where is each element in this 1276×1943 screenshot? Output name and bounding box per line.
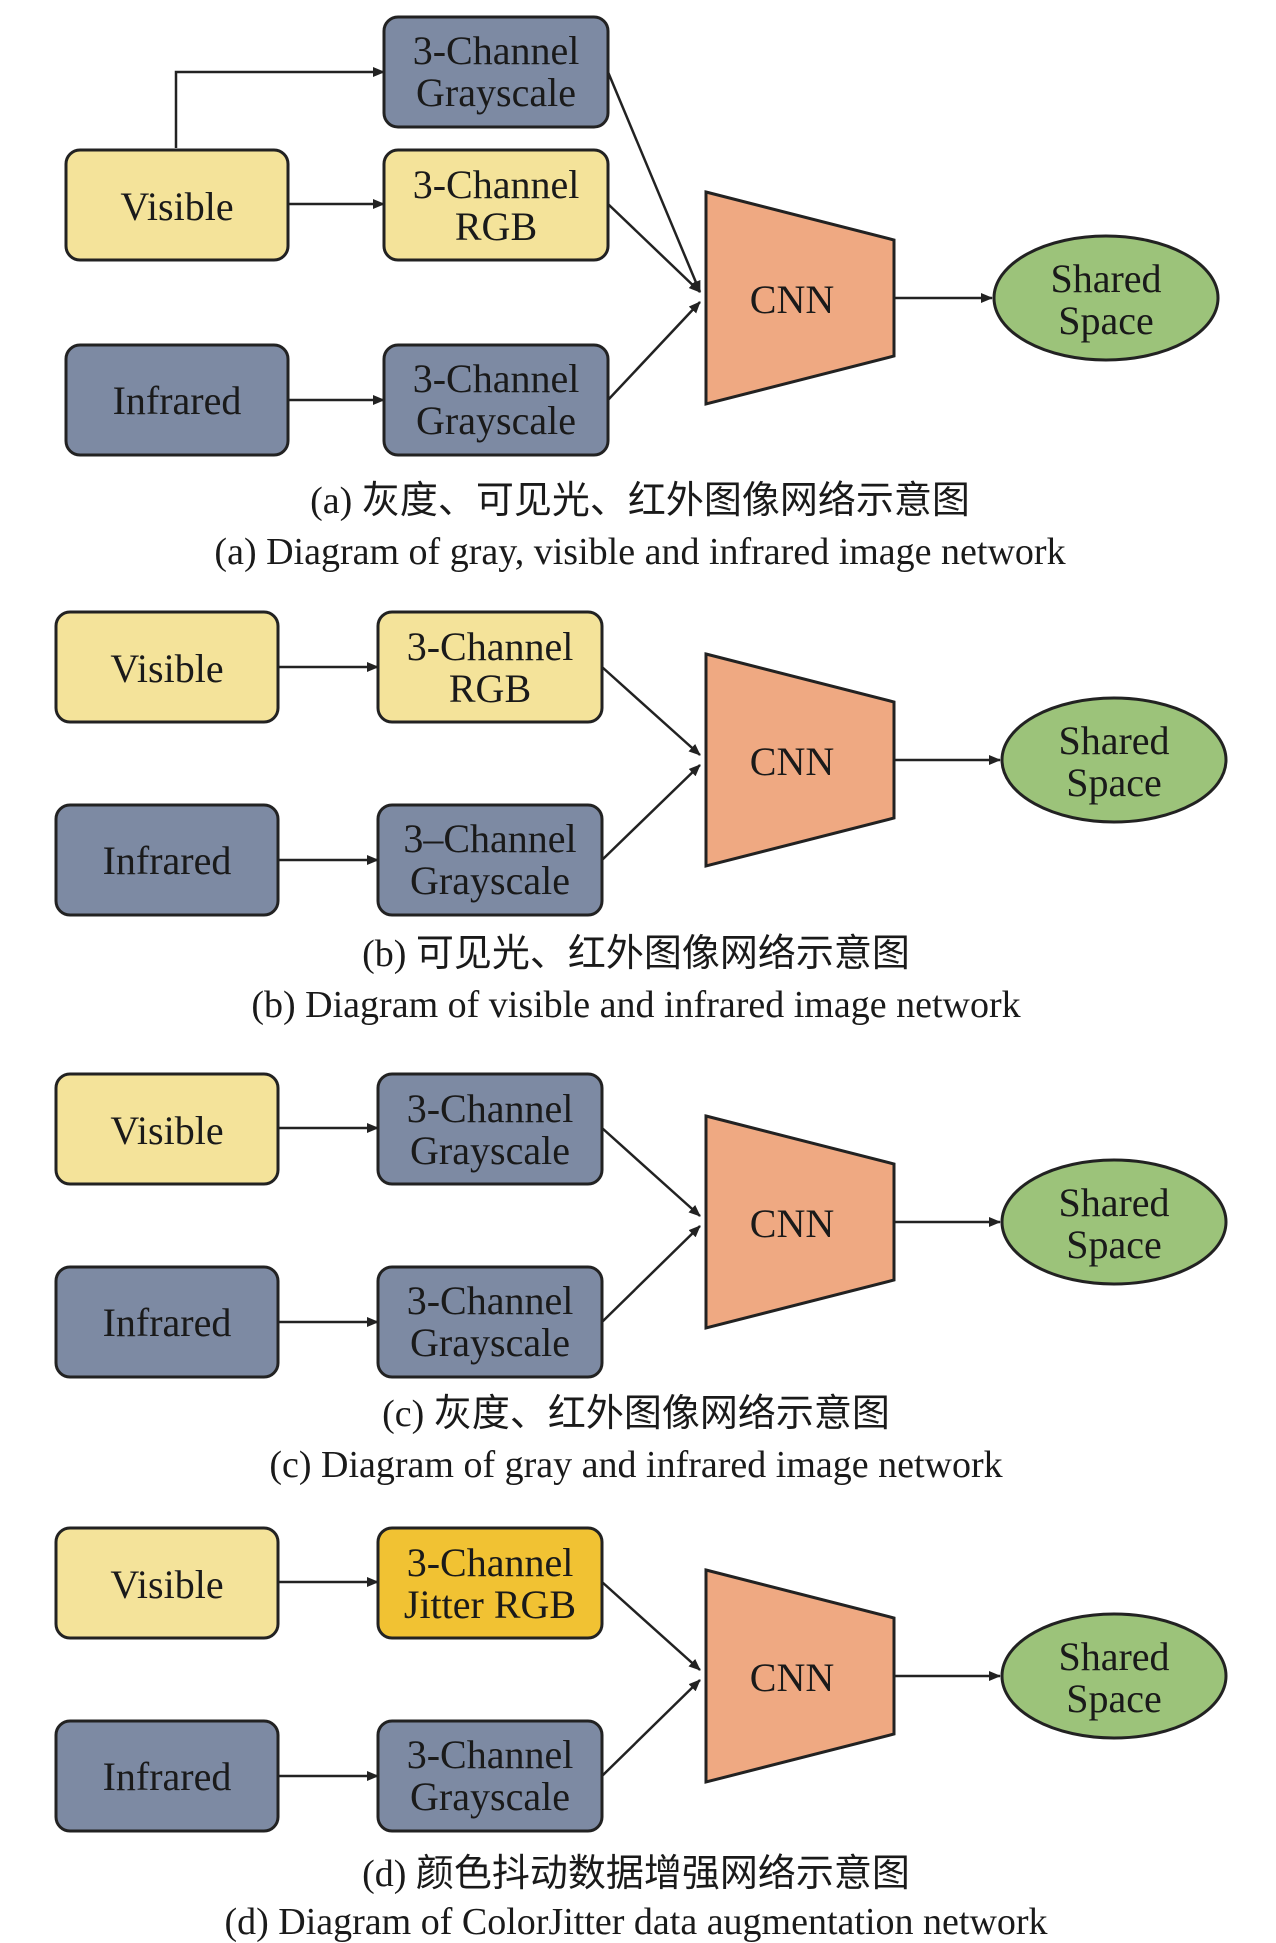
visible-box-a [64,148,290,262]
arrow-grayscale2-to-cnn-c [601,1225,701,1323]
cnn-block-c [704,1114,896,1330]
grayscale-box-line2: Grayscale [410,1774,570,1819]
grayscale-box-a [382,15,610,129]
grayscale-box-line1: 3-Channel [407,1732,574,1777]
cnn-block-d [704,1568,896,1784]
caption-a-cn: (a) 灰度、可见光、红外图像网络示意图 [310,480,970,522]
jitter-rgb-box-line1: 3-Channel [407,1540,574,1585]
diagram-c: Visible 3-Channel Grayscale Infrared 3-C… [54,1072,1228,1486]
shared-space-line2: Space [1066,760,1162,805]
arrow-grayscale-to-cnn-b [601,764,701,861]
grayscale-box-b [376,803,604,917]
cnn-label: CNN [750,1201,834,1246]
shared-space-ellipse-d [1000,1612,1228,1740]
caption-b-cn: (b) 可见光、红外图像网络示意图 [362,933,910,975]
infrared-box-label: Infrared [103,1300,232,1345]
visible-box-label: Visible [120,184,233,229]
infrared-box-d [54,1719,280,1833]
infrared-box-c [54,1265,280,1379]
grayscale-box-a2 [382,343,610,457]
shared-space-ellipse-c [1000,1158,1228,1286]
cnn-label: CNN [750,1655,834,1700]
cnn-block-a [704,190,896,406]
shared-space-ellipse-a [992,234,1220,362]
arrow-grayscale2-to-cnn-a [607,301,701,401]
shared-space-line1: Shared [1058,1180,1169,1225]
caption-b-en: (b) Diagram of visible and infrared imag… [251,984,1020,1026]
grayscale-box-line1: 3–Channel [403,816,576,861]
visible-box-d [54,1526,280,1640]
arrow-jitter-to-cnn-d [601,1581,701,1671]
caption-c-cn: (c) 灰度、红外图像网络示意图 [382,1393,890,1435]
visible-box-c [54,1072,280,1186]
grayscale-box-line1: 3-Channel [407,1086,574,1131]
rgb-box-b [376,610,604,724]
diagram-d: Visible 3-Channel Jitter RGB Infrared 3-… [54,1526,1228,1943]
cnn-label: CNN [750,739,834,784]
rgb-box-line1: 3-Channel [407,624,574,669]
infrared-box-label: Infrared [113,378,242,423]
grayscale-box-line2: Grayscale [410,1320,570,1365]
grayscale-box-line2: Grayscale [416,398,576,443]
arrow-rgb-to-cnn-a [607,203,701,293]
grayscale-box-line2: Grayscale [416,70,576,115]
shared-space-ellipse-b [1000,696,1228,824]
shared-space-line1: Shared [1058,718,1169,763]
arrow-visible-to-grayscale-a [174,67,385,148]
shared-space-line2: Space [1066,1676,1162,1721]
diagram-b: Visible 3-Channel RGB Infrared 3–Channel… [54,610,1228,1026]
rgb-box-line2: RGB [449,666,531,711]
visible-box-label: Visible [110,1562,223,1607]
diagram-a: 3-Channel Grayscale Visible 3-Channel RG… [64,15,1220,573]
jitter-rgb-box-d [376,1526,604,1640]
cnn-block-b [704,652,896,868]
caption-d-en: (d) Diagram of ColorJitter data augmenta… [224,1901,1047,1943]
shared-space-line2: Space [1058,298,1154,343]
visible-box-b [54,610,280,724]
grayscale-box-line1: 3-Channel [413,356,580,401]
infrared-box-b [54,803,280,917]
infrared-box-label: Infrared [103,1754,232,1799]
visible-box-label: Visible [110,1108,223,1153]
rgb-box-line1: 3-Channel [413,162,580,207]
shared-space-line1: Shared [1050,256,1161,301]
rgb-box-line2: RGB [455,204,537,249]
shared-space-line1: Shared [1058,1634,1169,1679]
caption-c-en: (c) Diagram of gray and infrared image n… [269,1444,1002,1486]
arrow-grayscale-to-cnn-a [606,71,702,293]
jitter-rgb-box-line2: Jitter RGB [404,1582,576,1627]
grayscale-box-line1: 3-Channel [413,28,580,73]
grayscale-box-line1: 3-Channel [407,1278,574,1323]
arrow-grayscale-to-cnn-d [601,1679,701,1777]
grayscale-box-line2: Grayscale [410,1128,570,1173]
visible-box-label: Visible [110,646,223,691]
grayscale-box-c [376,1072,604,1186]
arrow-grayscale-to-cnn-c [601,1127,701,1217]
caption-a-en: (a) Diagram of gray, visible and infrare… [214,531,1065,573]
arrow-rgb-to-cnn-b [601,666,701,756]
grayscale-box-d [376,1719,604,1833]
caption-d-cn: (d) 颜色抖动数据增强网络示意图 [362,1853,910,1895]
grayscale-box-line2: Grayscale [410,858,570,903]
infrared-box-a [64,343,290,457]
grayscale-box-c2 [376,1265,604,1379]
rgb-box-a [382,148,610,262]
shared-space-line2: Space [1066,1222,1162,1267]
infrared-box-label: Infrared [103,838,232,883]
cnn-label: CNN [750,277,834,322]
